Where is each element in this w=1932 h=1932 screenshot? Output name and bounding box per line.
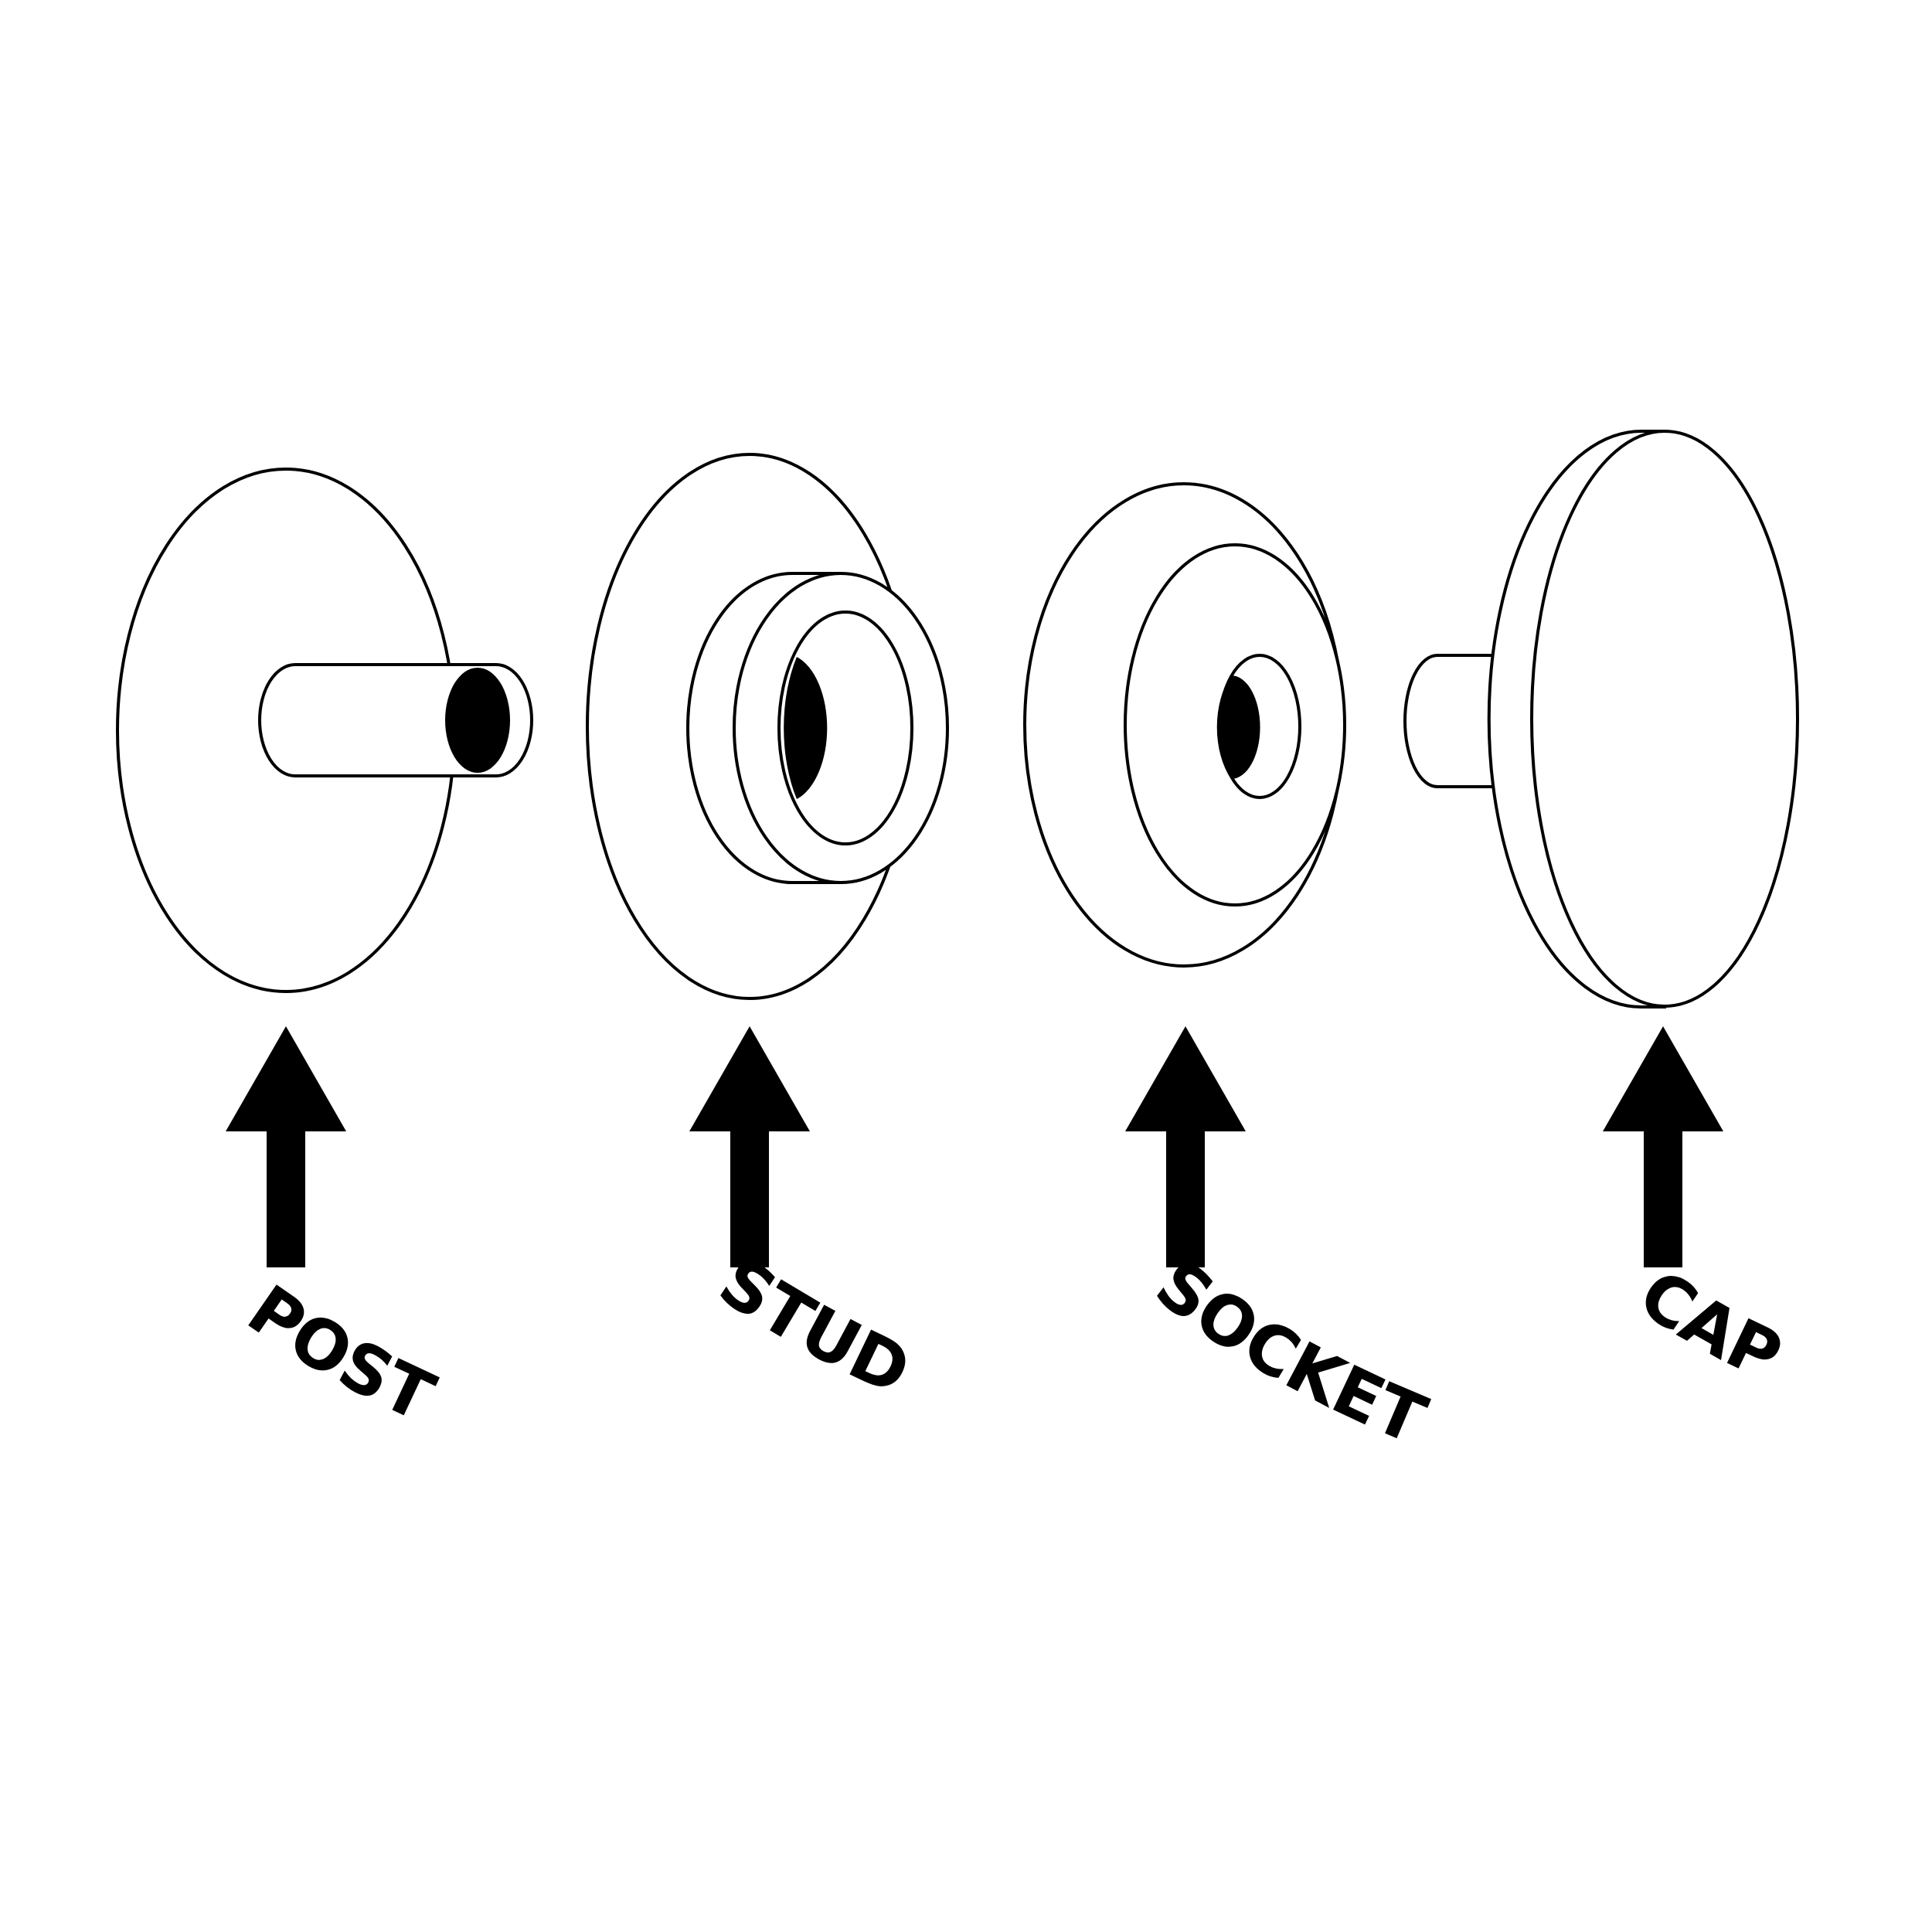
socket-hole-shadow xyxy=(1216,675,1260,779)
stud-part xyxy=(586,453,949,1000)
stud-inner-ring xyxy=(777,611,913,845)
post-arrow xyxy=(226,1026,346,1267)
socket-arrow xyxy=(1125,1026,1246,1267)
post-shaft-hole xyxy=(445,668,510,773)
stud-arrow xyxy=(689,1026,810,1267)
cap-arrow xyxy=(1603,1026,1723,1267)
cap-face xyxy=(1530,430,1799,1008)
post-part xyxy=(116,468,533,993)
cap-part xyxy=(1403,430,1799,1009)
cap-peg xyxy=(1403,654,1497,788)
stud-inner-shadow xyxy=(784,657,828,799)
socket-part xyxy=(1023,482,1346,968)
